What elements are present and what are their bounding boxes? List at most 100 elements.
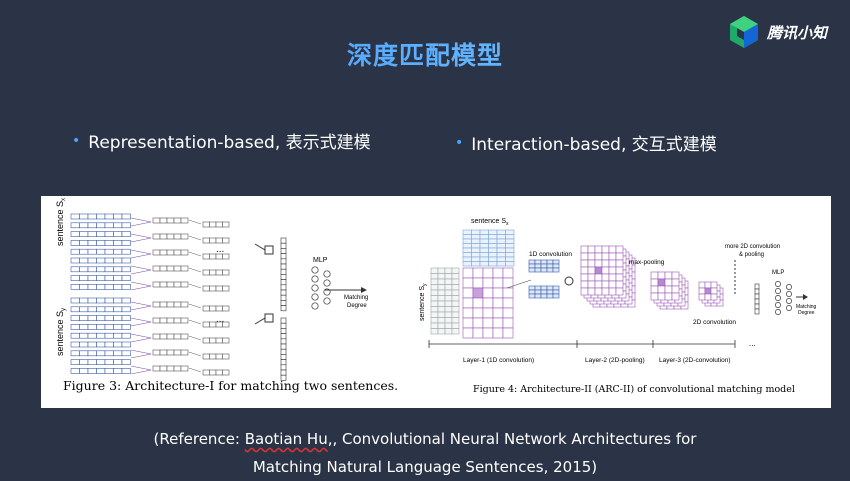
diagram-cell [505, 243, 515, 249]
arrow-icon [254, 243, 274, 255]
diagram-cell [121, 368, 131, 374]
vector-cell [280, 322, 287, 329]
diagram-cell [222, 321, 230, 328]
diagram-cell [462, 317, 474, 329]
diagram-cell [587, 280, 596, 289]
connector-line [130, 233, 152, 239]
diagram-cell [173, 281, 182, 288]
diagram-cell [472, 317, 484, 329]
diagram-cell [471, 261, 481, 267]
diagram-cell [472, 297, 484, 309]
diagram-cell [70, 240, 80, 246]
diagram-cell [444, 322, 453, 329]
connector-line [188, 367, 202, 373]
diagram-cell [215, 269, 223, 276]
diagram-cell [121, 350, 131, 357]
diagram-cell [180, 249, 189, 256]
vector-cell [280, 253, 287, 260]
diagram-cell [601, 273, 610, 282]
diagram-cell [104, 350, 114, 357]
diagram-cell [166, 317, 175, 324]
diagram-cell [488, 243, 498, 249]
diagram-cell [104, 240, 114, 246]
diagram-cell [87, 332, 97, 339]
diagram-cell [546, 293, 554, 299]
diagram-cell [650, 285, 659, 294]
diagram-cell [113, 332, 123, 339]
vector-cell [280, 289, 287, 296]
mlp-node [311, 302, 319, 310]
diagram-cell [152, 217, 161, 224]
diagram-cell [79, 297, 89, 304]
diagram-cell [608, 280, 617, 289]
sentence-top-label: sentence Sx [471, 218, 509, 227]
diagram-cell [180, 265, 189, 272]
diagram-cell [462, 234, 472, 240]
diagram-cell [437, 267, 446, 274]
vector-cell [280, 374, 287, 381]
diagram-cell [96, 231, 106, 237]
diagram-cell [70, 359, 80, 365]
diagram-cell [534, 285, 542, 291]
diagram-cell [180, 333, 189, 340]
degree-label: Degree [347, 303, 367, 309]
diagram-cell [79, 240, 89, 246]
diagram-cell [121, 222, 131, 229]
diagram-cell [209, 353, 217, 360]
diagram-cell [87, 240, 97, 246]
diagram-cell [152, 317, 161, 324]
vector-cell [280, 364, 287, 371]
connector-line [188, 219, 202, 225]
diagram-cell [552, 293, 560, 299]
layer2-label: Layer-2 (2D-pooling) [585, 357, 645, 364]
diagram-cell [159, 333, 168, 340]
diagram-cell [113, 306, 123, 313]
diagram-cell [534, 267, 542, 273]
conv1d-label: 1D convolution [529, 251, 572, 258]
diagram-cell [462, 256, 472, 262]
diagram-cell [451, 278, 460, 285]
diagram-cell [79, 324, 89, 330]
diagram-cell [488, 234, 498, 240]
connector-line [130, 253, 152, 259]
vector-cell [754, 303, 760, 310]
diagram-cell [488, 261, 498, 267]
mlp-node [775, 309, 781, 315]
diagram-cell [430, 295, 439, 302]
diagram-cell [209, 285, 217, 292]
diagram-cell [664, 278, 673, 287]
diagram-cell [482, 277, 494, 289]
diagram-cell [70, 257, 80, 264]
diagram-cell [113, 297, 123, 304]
diagram-cell [540, 289, 548, 295]
diagram-cell [479, 247, 489, 253]
diagram-cell [166, 233, 175, 240]
combine-icon [564, 276, 574, 286]
diagram-cell [173, 365, 182, 372]
diagram-cell [444, 278, 453, 285]
diagram-cell [159, 233, 168, 240]
diagram-cell [580, 273, 589, 282]
diagram-cell [96, 359, 106, 365]
diagram-cell [472, 327, 484, 339]
diagram-cell [96, 257, 106, 264]
diagram-cell [698, 287, 706, 295]
diagram-cell [444, 295, 453, 302]
vector-cell [280, 274, 287, 280]
degree-label-2: Degree [798, 310, 815, 316]
connector-line [130, 249, 152, 255]
vector-cell [280, 242, 287, 249]
diagram-cell [70, 231, 80, 237]
vector-cell [754, 288, 760, 295]
diagram-cell [70, 306, 80, 313]
diagram-cell [546, 267, 554, 273]
mlp-node [775, 288, 781, 294]
reference-prefix: (Reference: [153, 430, 245, 448]
diagram-cell [159, 349, 168, 356]
diagram-cell [496, 243, 506, 249]
diagram-cell [215, 221, 223, 228]
ellipsis-layers: ... [749, 339, 756, 348]
diagram-cell [472, 267, 484, 279]
diagram-cell [451, 267, 460, 274]
vector-cell [280, 294, 287, 301]
